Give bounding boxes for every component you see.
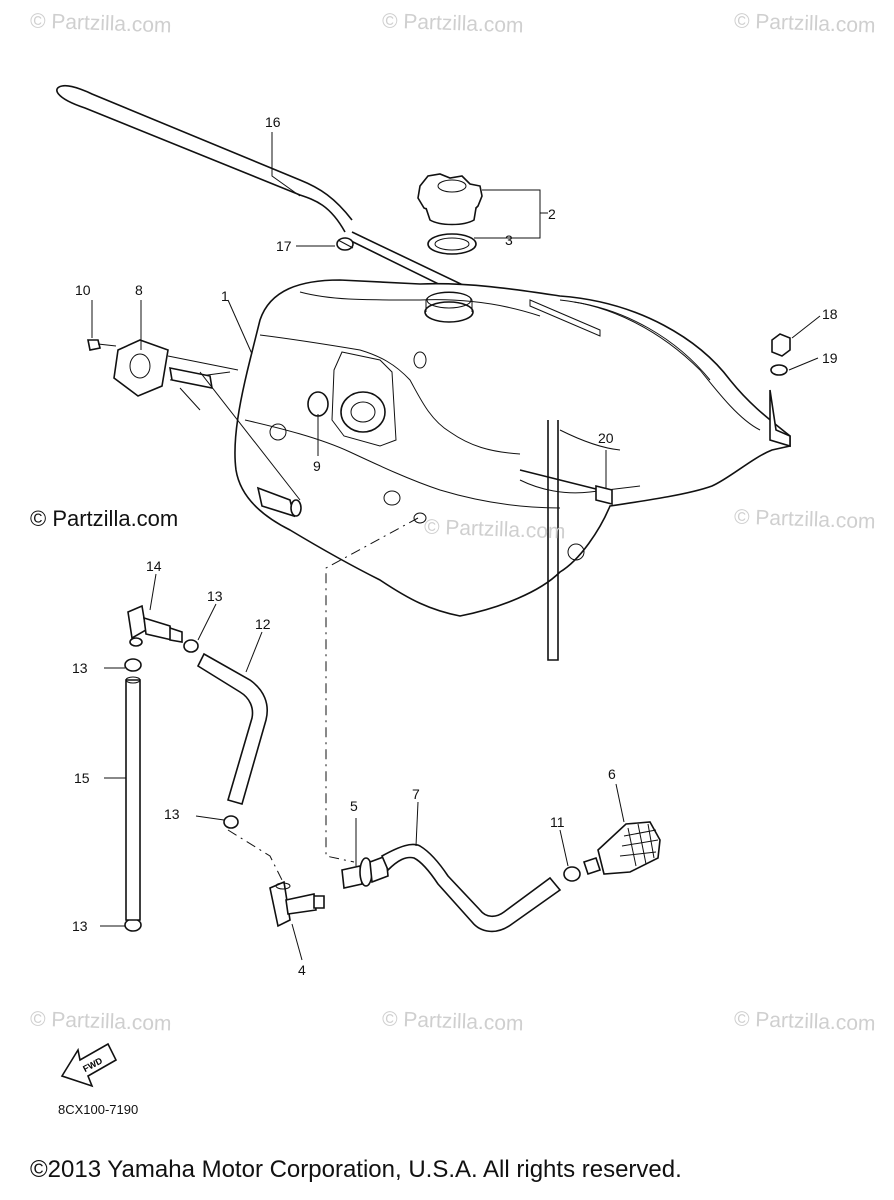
fitting-5	[341, 854, 389, 889]
diagram-code: 8CX100-7190	[58, 1102, 139, 1117]
watermark: © Partzilla.com	[733, 505, 876, 534]
watermark: © Partzilla.com	[733, 9, 876, 38]
watermark: © Partzilla.com	[381, 1007, 524, 1036]
washer-19	[770, 364, 788, 376]
callout-18: 18	[822, 306, 838, 322]
callout-19: 19	[822, 350, 838, 366]
watermark: © Partzilla.com	[381, 9, 524, 38]
callout-10: 10	[75, 282, 91, 298]
callout-7: 7	[412, 786, 420, 802]
fwd-arrow-icon: FWD	[60, 1042, 118, 1088]
callout-13: 13	[207, 588, 223, 604]
watermark-dark: © Partzilla.com	[30, 506, 179, 531]
callout-2: 2	[548, 206, 556, 222]
elbow-fitting-14	[127, 604, 183, 647]
callout-3: 3	[505, 232, 513, 248]
hose-clip-17	[336, 237, 354, 251]
hose-clip-11	[563, 866, 581, 882]
callout-11: 11	[550, 814, 565, 830]
callout-13: 13	[72, 660, 88, 676]
callout-1: 1	[221, 288, 229, 304]
callout-13: 13	[72, 918, 88, 934]
hose-clip-13	[124, 639, 239, 932]
curved-hose-12	[196, 652, 268, 805]
fuel-filter-6	[582, 821, 661, 876]
fuel-cap-2	[417, 173, 483, 226]
callout-12: 12	[255, 616, 271, 632]
elbow-fitting-4	[269, 880, 325, 928]
drain-hose	[547, 420, 559, 661]
straight-hose-15	[125, 676, 141, 921]
screw-10	[87, 339, 117, 351]
fuel-line-7	[380, 843, 562, 933]
callout-14: 14	[146, 558, 162, 574]
callout-16: 16	[265, 114, 281, 130]
fuel-tank-1	[234, 279, 791, 617]
watermark: © Partzilla.com	[733, 1007, 876, 1036]
callout-9: 9	[313, 458, 321, 474]
cap-gasket-3	[427, 233, 477, 255]
callout-5: 5	[350, 798, 358, 814]
leader-lines	[91, 132, 821, 961]
watermark: © Partzilla.com	[29, 9, 172, 38]
callout-13: 13	[164, 806, 180, 822]
copyright-notice: ©2013 Yamaha Motor Corporation, U.S.A. A…	[30, 1156, 682, 1183]
watermark: © Partzilla.com	[29, 1007, 172, 1036]
watermark: © Partzilla.com	[423, 515, 566, 544]
callout-20: 20	[598, 430, 614, 446]
nut-18	[771, 333, 791, 357]
callout-17: 17	[276, 238, 292, 254]
callout-6: 6	[608, 766, 616, 782]
callout-15: 15	[74, 770, 90, 786]
callout-8: 8	[135, 282, 143, 298]
callout-4: 4	[298, 962, 306, 978]
fuel-sender-8	[113, 339, 301, 501]
